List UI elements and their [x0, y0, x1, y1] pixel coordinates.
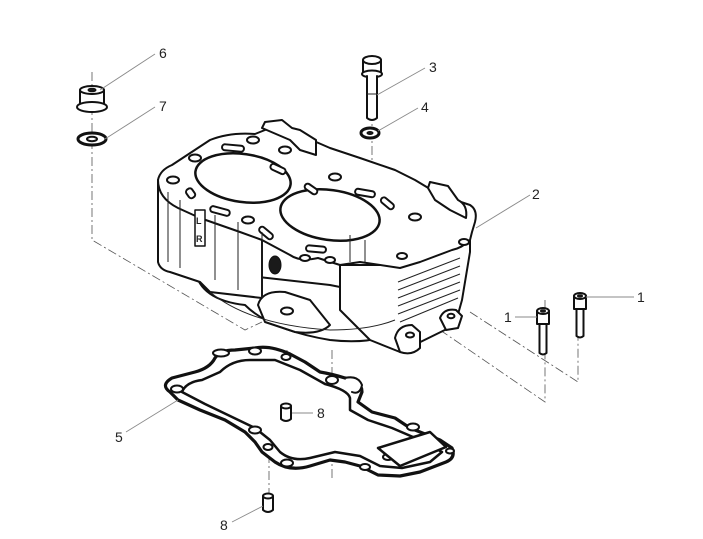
deck-slots [185, 143, 395, 254]
centerline-right-screws [469, 300, 579, 383]
part-2-cylinder-block[interactable]: L R [157, 119, 477, 355]
cylinder-bore-right [279, 188, 381, 242]
part-5-bushing[interactable] [76, 85, 108, 113]
part-6-washer[interactable] [76, 131, 108, 147]
part-7-base-gasket[interactable] [163, 345, 455, 478]
callout-1-left: 1 [504, 309, 512, 325]
leader-6 [104, 106, 156, 140]
block-right-boss [394, 324, 421, 355]
callout-7: 5 [115, 429, 123, 445]
leader-5 [99, 53, 156, 91]
block-cooling-fins [397, 257, 461, 323]
marking-l: L [196, 216, 202, 226]
callout-6: 7 [159, 98, 167, 114]
block-right-boss-2 [439, 308, 463, 331]
callout-5: 6 [159, 45, 167, 61]
part-1-screw-left[interactable] [536, 307, 550, 356]
leader-3 [376, 67, 426, 96]
callout-8-upper: 8 [317, 405, 325, 421]
cylinder-bore-left [194, 152, 292, 204]
block-rear-fitting [427, 181, 468, 219]
callout-3: 3 [429, 59, 437, 75]
callout-labels: 6 7 3 4 2 1 1 8 8 5 [115, 45, 645, 533]
callout-4: 4 [421, 99, 429, 115]
callout-2: 2 [532, 186, 540, 202]
lr-marking-plate [194, 209, 206, 247]
oil-port [268, 255, 282, 275]
centerline-part-5-6 [91, 72, 263, 331]
part-4-washer[interactable] [359, 126, 381, 140]
leader-2 [475, 194, 531, 229]
leader-7 [125, 399, 179, 433]
block-top-fitting [261, 119, 317, 156]
part-3-flange-bolt[interactable] [361, 55, 383, 121]
leader-lines [99, 53, 634, 523]
leader-8b [231, 505, 264, 523]
callout-1-right: 1 [637, 289, 645, 305]
leader-4 [377, 107, 419, 132]
part-8-dowel-upper[interactable] [280, 402, 292, 422]
block-edge-lines [167, 192, 366, 298]
part-1-screw-right[interactable] [573, 292, 587, 339]
deck-holes [166, 135, 470, 264]
gasket-rect-cutout [376, 430, 448, 468]
part-8-dowel-lower[interactable] [262, 492, 274, 513]
marking-r: R [196, 234, 203, 244]
callout-8-lower: 8 [220, 517, 228, 533]
